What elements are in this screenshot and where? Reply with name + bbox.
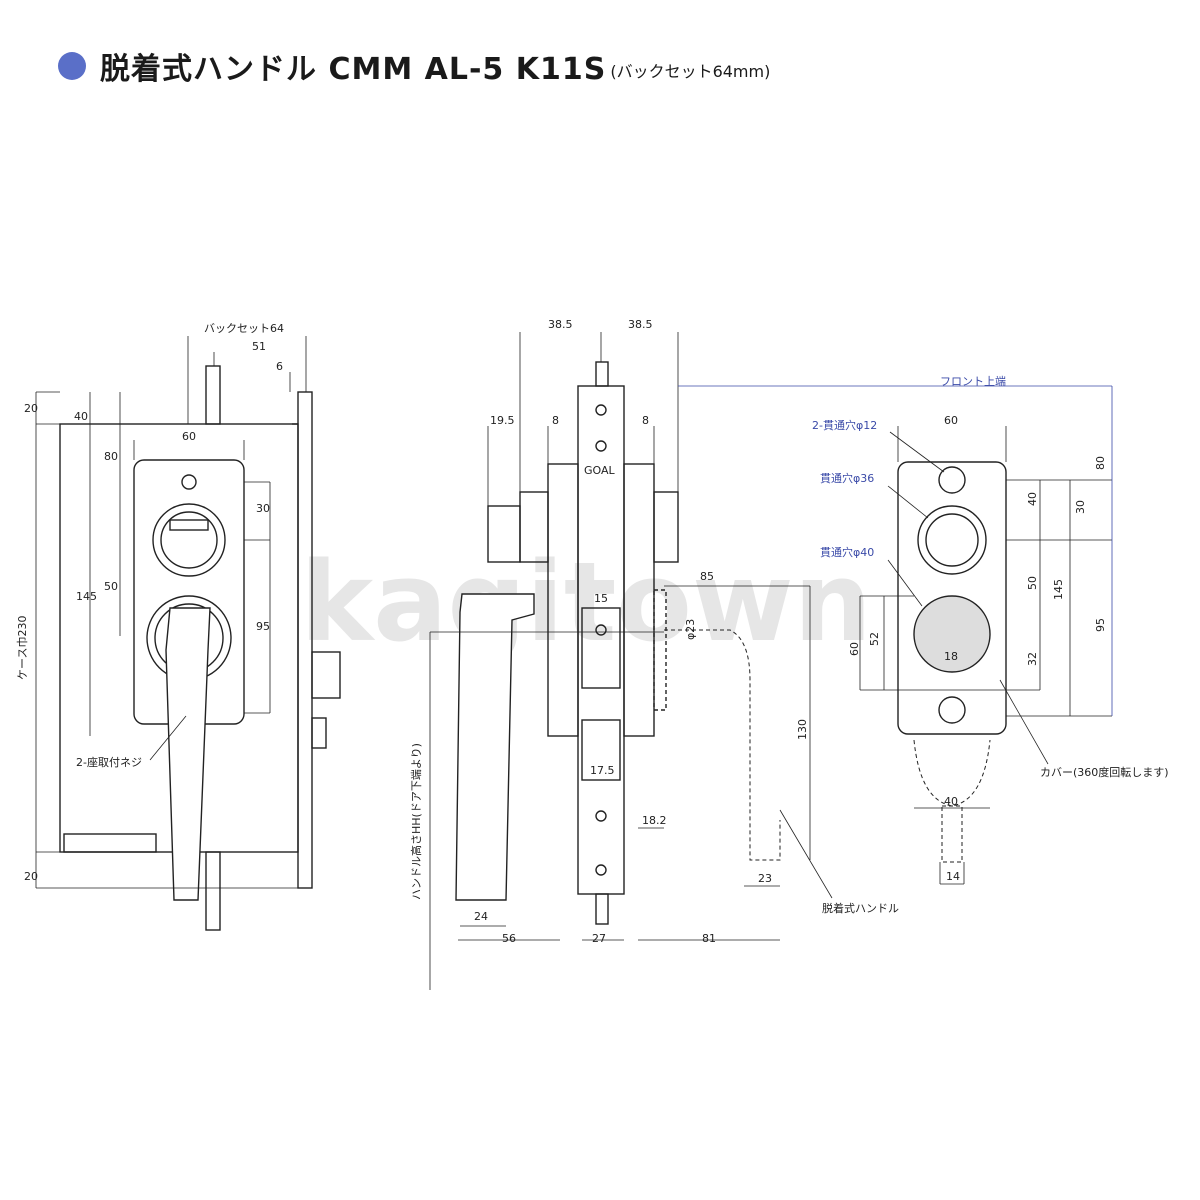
dim-38-5-right: 38.5 (628, 318, 653, 331)
dim-right-18: 18 (944, 650, 958, 663)
dim-20-bottom: 20 (24, 870, 38, 883)
page-header: 脱着式ハンドル CMM AL-5 K11S (バックセット64mm) (58, 40, 770, 92)
dim-right-14: 14 (946, 870, 960, 883)
dim-130: 130 (796, 719, 809, 740)
brand-label: GOAL (584, 464, 616, 477)
front-view (35, 336, 341, 931)
dim-81: 81 (702, 932, 716, 945)
dim-56: 56 (502, 932, 516, 945)
dim-60: 60 (182, 430, 196, 443)
label-mount-screw: 2-座取付ネジ (76, 755, 142, 769)
dim-27: 27 (592, 932, 606, 945)
page-title: 脱着式ハンドル CMM AL-5 K11S (100, 52, 607, 87)
dim-8-left: 8 (552, 414, 559, 427)
dim-80: 80 (104, 450, 118, 463)
dim-51: 51 (252, 340, 266, 353)
dim-40: 40 (74, 410, 88, 423)
dim-85: 85 (700, 570, 714, 583)
dim-24: 24 (474, 910, 488, 923)
dim-30: 30 (256, 502, 270, 515)
dim-right-60v: 60 (848, 642, 861, 656)
dim-right-32: 32 (1026, 652, 1039, 666)
watermark: kagitown (300, 538, 872, 666)
right-view (859, 386, 1113, 885)
dim-right-80: 80 (1094, 456, 1107, 470)
dim-15: 15 (594, 592, 608, 605)
label-front-top: フロント上端 (940, 375, 1006, 388)
dim-right-50: 50 (1026, 576, 1039, 590)
dim-right-95: 95 (1094, 618, 1107, 632)
dim-handle-height: ハンドル高さHH(ドア下端より) (409, 743, 423, 900)
dim-18-2: 18.2 (642, 814, 667, 827)
dim-50: 50 (104, 580, 118, 593)
dim-right-30: 30 (1074, 500, 1087, 514)
dim-backset: バックセット64 (204, 322, 284, 335)
dim-right-145: 145 (1052, 579, 1065, 600)
dim-6: 6 (276, 360, 283, 373)
label-hole-36: 貫通穴φ36 (820, 471, 874, 485)
label-cover: カバー(360度回転します) (1040, 765, 1169, 779)
dim-23: 23 (758, 872, 772, 885)
dim-case-width: ケース巾230 (15, 616, 29, 680)
label-hole-12: 2-貫通穴φ12 (812, 418, 877, 432)
label-hole-40: 貫通穴φ40 (820, 545, 874, 559)
dim-95: 95 (256, 620, 270, 633)
dim-19-5: 19.5 (490, 414, 515, 427)
side-view (429, 332, 1112, 990)
label-removable-handle: 脱着式ハンドル (822, 901, 899, 915)
dim-145: 145 (76, 590, 97, 603)
dim-right-52: 52 (868, 632, 881, 646)
title-bullet-icon (58, 52, 86, 80)
dim-phi23: φ23 (684, 619, 697, 640)
dim-right-40: 40 (1026, 492, 1039, 506)
dim-right-40-bottom: 40 (944, 795, 958, 808)
dim-8-right: 8 (642, 414, 649, 427)
page-subtitle: (バックセット64mm) (610, 62, 771, 81)
dim-17-5: 17.5 (590, 764, 615, 777)
dim-right-60: 60 (944, 414, 958, 427)
dim-20-top: 20 (24, 402, 38, 415)
dim-38-5-left: 38.5 (548, 318, 573, 331)
